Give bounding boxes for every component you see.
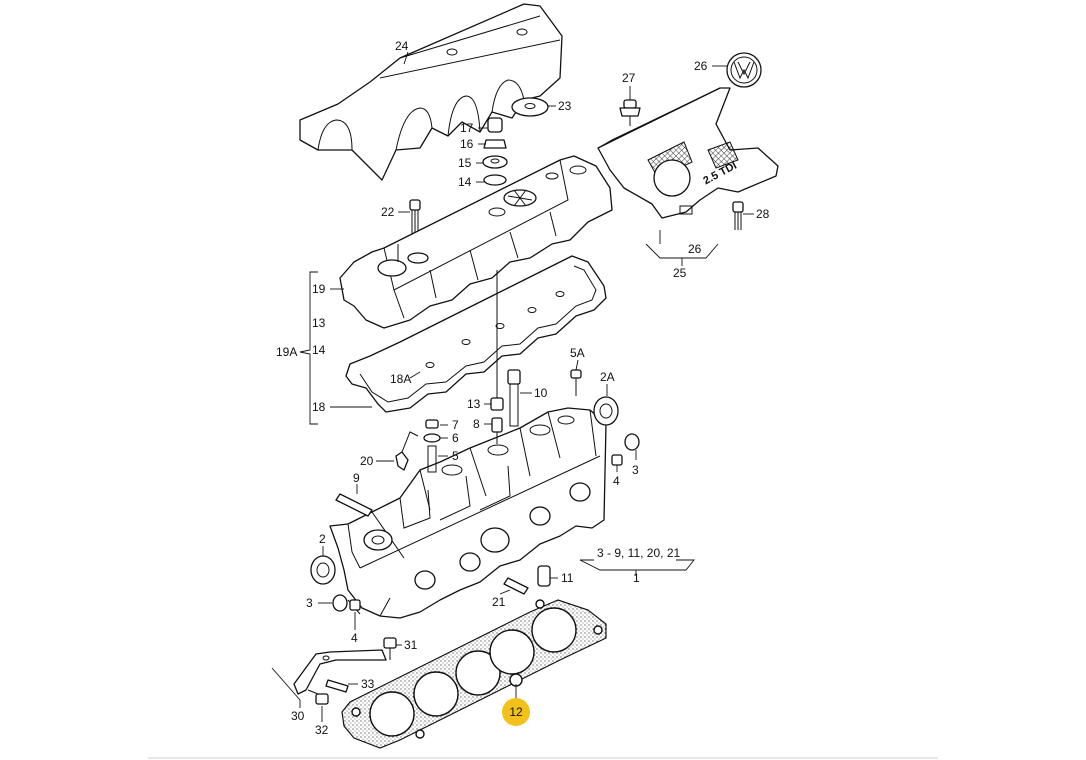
label-25: 25	[673, 266, 687, 280]
label-26-bracket: 26	[688, 242, 702, 256]
label-19: 19	[312, 282, 326, 296]
label-24: 24	[395, 39, 409, 53]
label-2: 2	[319, 532, 326, 546]
label-32: 32	[315, 723, 329, 737]
label-16: 16	[460, 137, 474, 151]
label-7: 7	[452, 418, 459, 432]
label-1: 1	[633, 571, 640, 585]
part-33-bolt	[325, 679, 349, 693]
label-28: 28	[756, 207, 770, 221]
label-3-left: 3	[306, 596, 313, 610]
part-4-left-plug	[349, 599, 361, 611]
label-13-left: 13	[312, 316, 326, 330]
part-5A-screw	[570, 369, 582, 396]
highlight-callout-12[interactable]: 12	[502, 698, 530, 726]
label-5A: 5A	[570, 346, 585, 360]
label-12: 12	[509, 705, 523, 719]
part-10-bolt	[507, 369, 521, 427]
part-23-grommet	[511, 97, 549, 117]
label-3-9-11-20-21: 3 - 9, 11, 20, 21	[597, 546, 680, 560]
label-4-right: 4	[613, 474, 620, 488]
label-15: 15	[458, 156, 472, 170]
label-8: 8	[473, 417, 480, 431]
part-4-right-plug	[611, 454, 623, 466]
cylinder-head	[329, 407, 607, 619]
label-26-top: 26	[694, 59, 708, 73]
label-5: 5	[452, 449, 459, 463]
part-20-bracket	[395, 431, 419, 471]
part-27-stud	[619, 99, 641, 126]
part-3-left-plug	[332, 594, 348, 612]
label-31: 31	[404, 638, 418, 652]
valve-cover	[339, 155, 613, 329]
part-2-seal	[310, 555, 336, 585]
part-12-head-gasket	[341, 599, 607, 749]
part-26-engine-cover: 2.5 TDI	[597, 87, 779, 219]
highlight-badge	[502, 698, 530, 726]
label-18A: 18A	[390, 372, 411, 386]
stud-stack	[482, 117, 508, 186]
label-30: 30	[291, 709, 305, 723]
part-2A-seal	[593, 396, 619, 426]
label-6: 6	[452, 431, 459, 445]
label-2A: 2A	[600, 370, 615, 384]
label-3-right: 3	[632, 463, 639, 477]
label-13: 13	[467, 397, 481, 411]
label-33: 33	[361, 677, 375, 691]
part-21-stud	[503, 577, 529, 595]
label-10: 10	[534, 386, 548, 400]
part-30-bracket	[293, 649, 387, 695]
part-labels: 24 23 17 16 15 14 22 27 26 28 26 25 19 1…	[276, 39, 770, 737]
part-3-right-plug	[624, 433, 640, 451]
label-18: 18	[312, 400, 326, 414]
label-9: 9	[353, 471, 360, 485]
label-11: 11	[561, 571, 574, 585]
part-11-sleeve	[537, 565, 551, 587]
part-31-bolt	[383, 637, 397, 660]
label-22: 22	[381, 205, 395, 219]
part-8-stud	[491, 417, 503, 444]
label-14-left: 14	[312, 343, 326, 357]
vw-logo-icon	[726, 52, 762, 88]
part-32-bolt	[307, 689, 329, 705]
label-4-left: 4	[351, 631, 358, 645]
part-28-bolt	[732, 201, 744, 230]
part-13-nut	[490, 270, 504, 411]
label-17: 17	[460, 121, 474, 135]
label-20: 20	[360, 454, 374, 468]
label-14: 14	[458, 175, 472, 189]
label-21: 21	[492, 595, 506, 609]
label-23: 23	[558, 99, 572, 113]
label-19A: 19A	[276, 345, 297, 359]
valve-cover-gasket	[345, 255, 607, 413]
part-24-cover	[299, 3, 563, 181]
leader-lines	[271, 51, 754, 722]
part-9-stud	[335, 493, 373, 517]
label-27: 27	[622, 71, 636, 85]
